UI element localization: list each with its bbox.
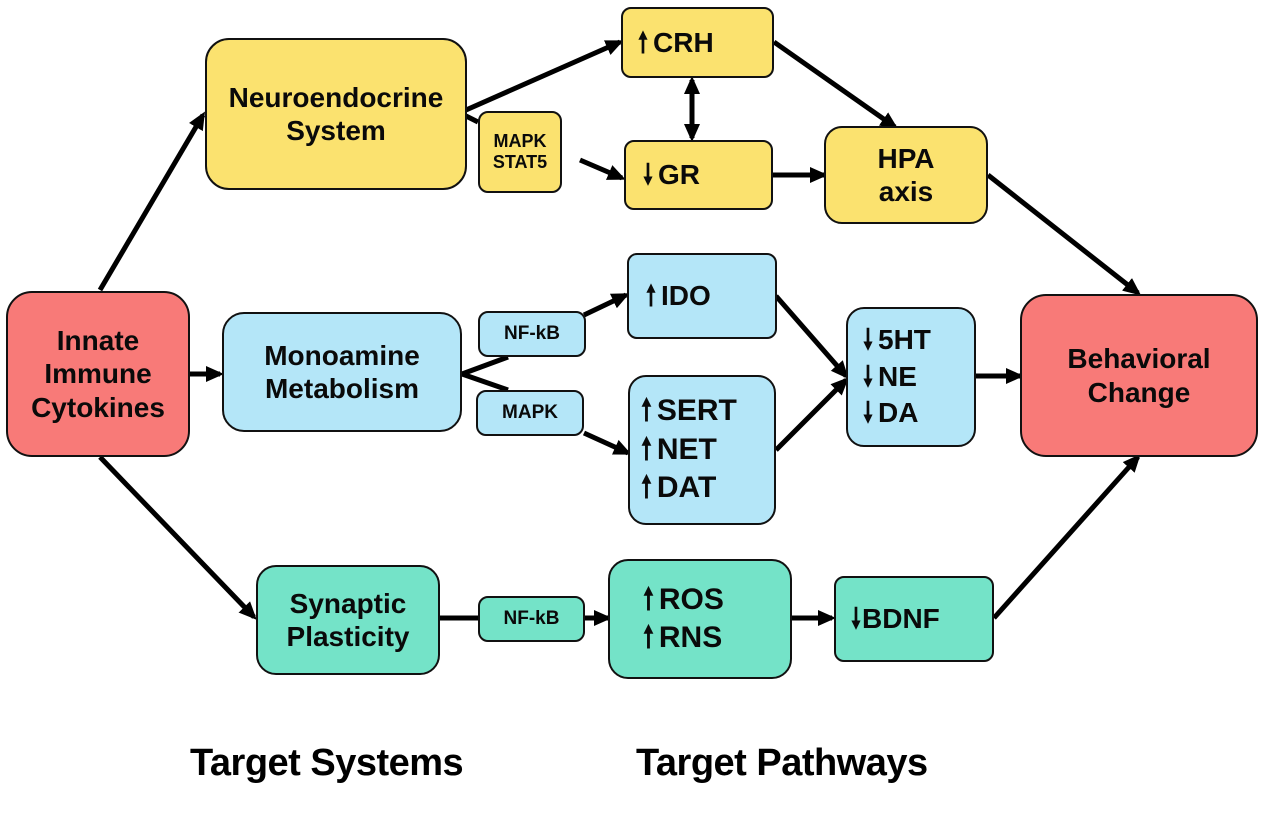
edge-monoamine-to-mapk (461, 371, 509, 393)
down-arrow-icon: 🠗 (850, 603, 862, 635)
node-item: 🠗GR (642, 158, 700, 191)
node-label-line: Immune (44, 358, 152, 390)
edge-bdnf-to-behavioral (992, 454, 1141, 620)
edge-neuroendocrine-to-mapk-stat5 (464, 113, 480, 125)
node-nfkb-synaptic: NF-kB (478, 596, 585, 642)
node-neuroendocrine-system: Neuroendocrine System (205, 38, 467, 190)
node-monoamine-metabolism: Monoamine Metabolism (222, 312, 462, 432)
node-bdnf: 🠗BDNF (834, 576, 994, 662)
node-mapk-stat5: MAPK STAT5 (478, 111, 562, 193)
node-item: 🠕ROS (642, 581, 724, 619)
node-nfkb-monoamine: NF-kB (478, 311, 586, 357)
down-arrow-icon: 🠗 (862, 324, 874, 356)
edge-crh-to-hpa (772, 39, 899, 130)
node-synaptic-plasticity: Synaptic Plasticity (256, 565, 440, 675)
node-label-line: Innate (56, 325, 140, 357)
node-label-line: MAPK (493, 130, 547, 151)
down-arrow-icon: 🠗 (642, 159, 654, 191)
node-item-label: 5HT (878, 324, 931, 356)
node-item-label: NET (656, 432, 717, 466)
edge-nfkb-to-ido (582, 292, 630, 318)
node-label-line: HPA (877, 142, 935, 174)
node-label-line: Cytokines (31, 391, 165, 423)
edge-ido-to-neurotransmitters (774, 294, 849, 380)
node-item-label: GR (658, 159, 701, 191)
node-item: 🠗NE (862, 359, 917, 395)
node-item-label: IDO (661, 280, 711, 312)
node-gr: 🠗GR (624, 140, 773, 210)
node-item: 🠗5HT (862, 322, 931, 358)
node-transporters: 🠕SERT 🠕NET 🠕DAT (628, 375, 776, 525)
node-label-line: MAPK (502, 401, 558, 423)
up-arrow-icon: 🠕 (645, 280, 657, 312)
edge-hpa-to-behavioral (986, 173, 1142, 296)
node-label-line: Plasticity (286, 621, 410, 652)
edge-innate-to-synaptic (98, 455, 257, 620)
up-arrow-icon: 🠕 (640, 432, 652, 466)
node-label-line: Neuroendocrine (228, 81, 444, 113)
node-item-label: RNS (658, 621, 723, 654)
up-arrow-icon: 🠕 (640, 471, 652, 505)
down-arrow-icon: 🠗 (862, 397, 874, 429)
node-label-line: Behavioral (1067, 343, 1211, 375)
edge-neuroendocrine-to-crh (464, 39, 624, 113)
node-label-line: Synaptic (289, 587, 407, 619)
node-ros-rns: 🠕ROS 🠕RNS (608, 559, 792, 679)
node-item-label: BDNF (862, 603, 940, 635)
node-item: 🠕RNS (642, 619, 722, 657)
node-label-line: System (286, 115, 386, 146)
up-arrow-icon: 🠕 (637, 26, 649, 58)
node-label-line: NF-kB (504, 322, 560, 344)
node-neurotransmitters: 🠗5HT 🠗NE 🠗DA (846, 307, 976, 447)
node-innate-immune-cytokines: Innate Immune Cytokines (6, 291, 190, 457)
down-arrow-icon: 🠗 (862, 360, 874, 392)
node-label-line: Change (1087, 376, 1191, 408)
node-item-label: ROS (658, 583, 724, 617)
node-mapk-monoamine: MAPK (476, 390, 584, 436)
node-label-line: Monoamine (264, 339, 420, 371)
node-item-label: SERT (656, 394, 737, 428)
node-label-line: Metabolism (264, 373, 420, 404)
node-item: 🠕DAT (640, 469, 716, 507)
footer-label-target-pathways: Target Pathways (636, 742, 928, 784)
node-item-label: DA (878, 397, 919, 429)
node-label-line: STAT5 (492, 152, 548, 172)
node-item-label: CRH (653, 26, 714, 58)
up-arrow-icon: 🠕 (640, 394, 652, 428)
node-label-line: NF-kB (503, 607, 560, 629)
edge-mapk-to-transporters (582, 430, 632, 456)
node-ido: 🠕IDO (627, 253, 777, 339)
node-label-line: axis (878, 176, 934, 207)
node-item-label: DAT (656, 471, 717, 505)
footer-label-target-systems: Target Systems (190, 742, 464, 784)
up-arrow-icon: 🠕 (642, 583, 654, 617)
node-hpa-axis: HPA axis (824, 126, 988, 224)
node-item: 🠕NET (640, 431, 717, 469)
node-item: 🠕SERT (640, 392, 737, 430)
edge-mapk-stat5-to-gr (579, 157, 626, 181)
node-item: 🠗BDNF (850, 602, 940, 635)
node-item: 🠕CRH (637, 26, 714, 59)
edge-innate-to-neuroendocrine (97, 111, 206, 292)
node-item: 🠗DA (862, 395, 919, 431)
node-crh: 🠕CRH (621, 7, 774, 78)
up-arrow-icon: 🠕 (642, 621, 654, 654)
node-item-label: NE (878, 360, 917, 392)
edge-monoamine-to-nfkb (461, 354, 509, 377)
edge-transporters-to-neurotransmitters (774, 377, 849, 452)
node-behavioral-change: Behavioral Change (1020, 294, 1258, 457)
node-item: 🠕IDO (645, 279, 711, 312)
